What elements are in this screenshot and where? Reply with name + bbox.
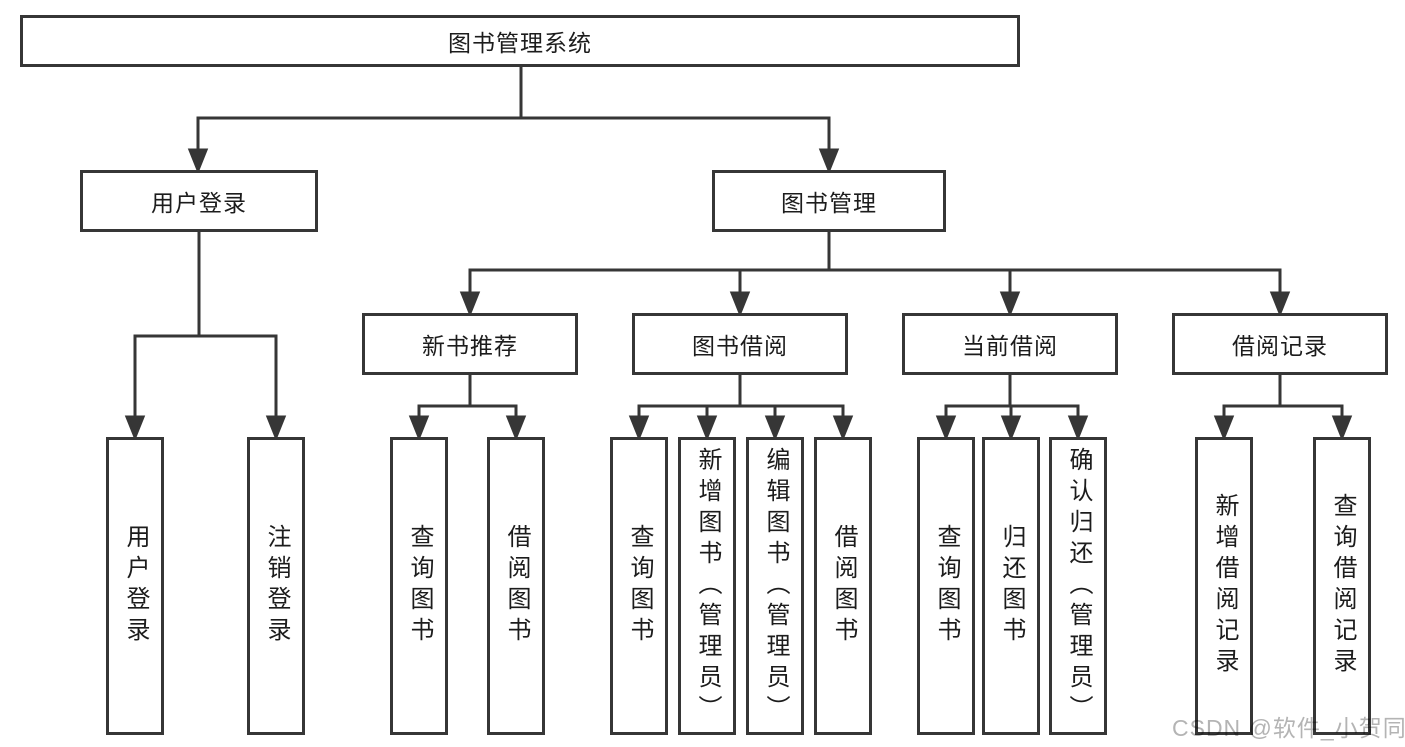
node-user-login-branch-label: 用户登录 bbox=[151, 190, 247, 216]
leaf-query-books-current-label: 查询图书 bbox=[933, 524, 960, 648]
node-library-system-label: 图书管理系统 bbox=[448, 30, 592, 56]
leaf-add-borrow-record-label: 新增借阅记录 bbox=[1211, 493, 1238, 679]
leaf-return-books: 归还图书 bbox=[982, 437, 1040, 735]
node-book-management: 图书管理 bbox=[712, 170, 946, 232]
leaf-query-borrow-record: 查询借阅记录 bbox=[1313, 437, 1371, 735]
node-book-management-label: 图书管理 bbox=[781, 190, 877, 216]
leaf-edit-books-admin-label: 编辑图书（管理员） bbox=[762, 446, 789, 726]
leaf-query-books-borrowing-label: 查询图书 bbox=[626, 524, 653, 648]
leaf-add-books-admin-label: 新增图书（管理员） bbox=[694, 446, 721, 726]
leaf-borrow-books-borrowing: 借阅图书 bbox=[814, 437, 872, 735]
leaf-query-books-recommend: 查询图书 bbox=[390, 437, 448, 735]
leaf-query-books-current: 查询图书 bbox=[917, 437, 975, 735]
leaf-query-books-recommend-label: 查询图书 bbox=[406, 524, 433, 648]
leaf-user-login: 用户登录 bbox=[106, 437, 164, 735]
csdn-watermark: CSDN @软件_小贺同学 bbox=[1172, 715, 1405, 741]
leaf-borrow-books-recommend-label: 借阅图书 bbox=[503, 524, 530, 648]
node-current-borrowing: 当前借阅 bbox=[902, 313, 1118, 375]
leaf-query-books-borrowing: 查询图书 bbox=[610, 437, 668, 735]
leaf-confirm-return-admin: 确认归还（管理员） bbox=[1049, 437, 1107, 735]
node-borrowing-records: 借阅记录 bbox=[1172, 313, 1388, 375]
node-user-login-branch: 用户登录 bbox=[80, 170, 318, 232]
leaf-edit-books-admin: 编辑图书（管理员） bbox=[746, 437, 804, 735]
leaf-add-books-admin: 新增图书（管理员） bbox=[678, 437, 736, 735]
leaf-logout: 注销登录 bbox=[247, 437, 305, 735]
leaf-user-login-label: 用户登录 bbox=[122, 524, 149, 648]
leaf-borrow-books-recommend: 借阅图书 bbox=[487, 437, 545, 735]
leaf-add-borrow-record: 新增借阅记录 bbox=[1195, 437, 1253, 735]
node-borrowing-records-label: 借阅记录 bbox=[1232, 333, 1328, 359]
node-book-borrowing: 图书借阅 bbox=[632, 313, 848, 375]
node-book-borrowing-label: 图书借阅 bbox=[692, 333, 788, 359]
node-new-book-recommend: 新书推荐 bbox=[362, 313, 578, 375]
leaf-confirm-return-admin-label: 确认归还（管理员） bbox=[1065, 446, 1092, 726]
leaf-return-books-label: 归还图书 bbox=[998, 524, 1025, 648]
node-library-system: 图书管理系统 bbox=[20, 15, 1020, 67]
leaf-logout-label: 注销登录 bbox=[263, 524, 290, 648]
node-new-book-recommend-label: 新书推荐 bbox=[422, 333, 518, 359]
node-current-borrowing-label: 当前借阅 bbox=[962, 333, 1058, 359]
leaf-borrow-books-borrowing-label: 借阅图书 bbox=[830, 524, 857, 648]
leaf-query-borrow-record-label: 查询借阅记录 bbox=[1329, 493, 1356, 679]
